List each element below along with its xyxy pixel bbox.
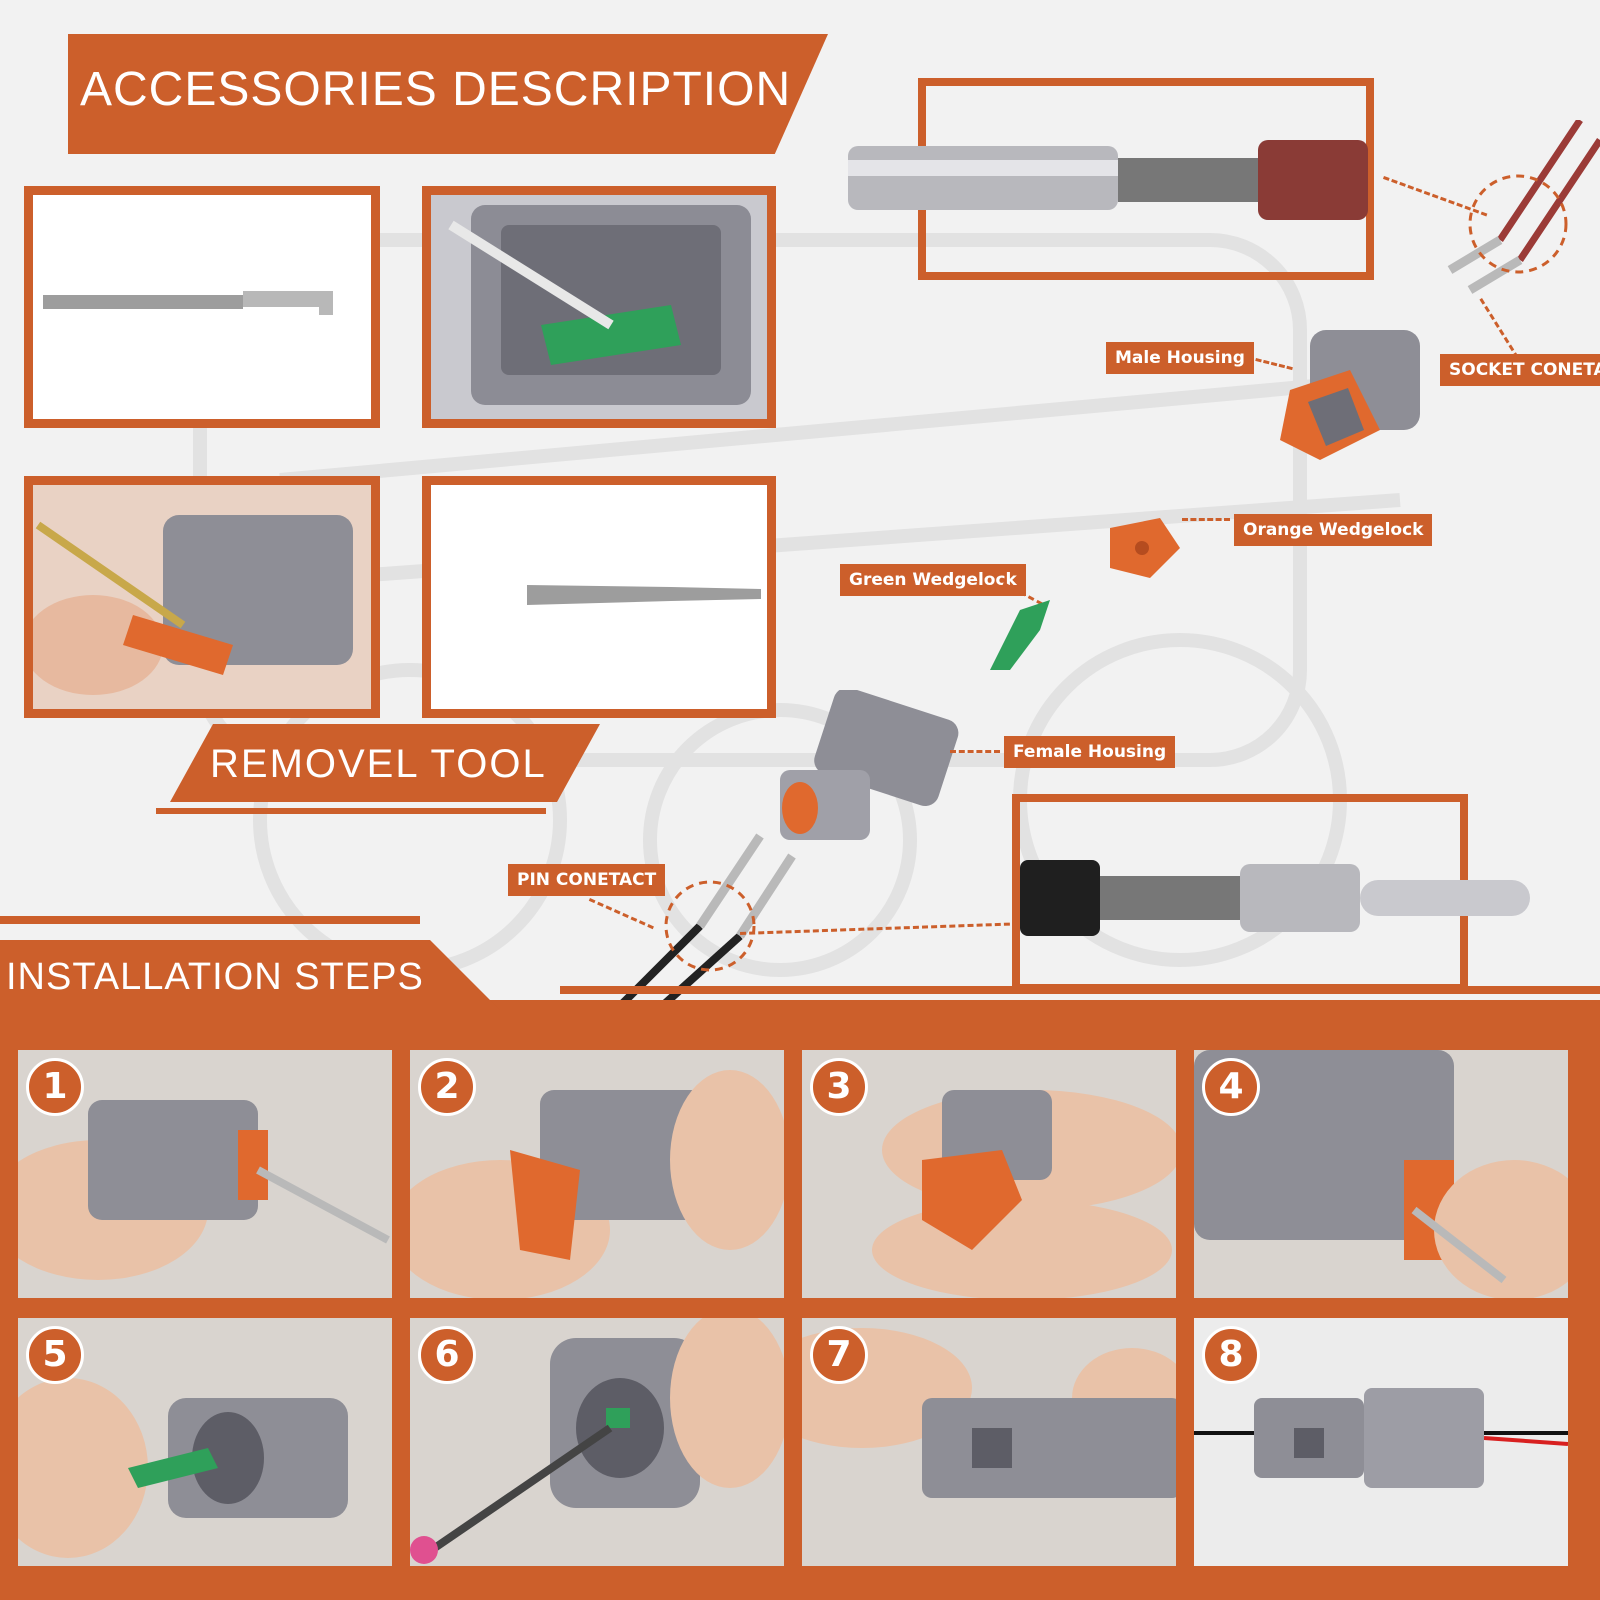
orange-wedgelock-part bbox=[1110, 518, 1180, 578]
female-housing-label: Female Housing bbox=[1004, 736, 1176, 768]
step-number: 7 bbox=[810, 1326, 868, 1384]
step-number: 4 bbox=[1202, 1058, 1260, 1116]
removal-tool-wedge-photo bbox=[24, 476, 380, 718]
section-divider-stripe bbox=[0, 916, 420, 924]
step-number: 2 bbox=[418, 1058, 476, 1116]
female-housing-part bbox=[780, 690, 959, 840]
accessories-banner: ACCESSORIES DESCRIPTION bbox=[68, 34, 828, 154]
removal-tool-banner: REMOVEL TOOL bbox=[170, 724, 600, 802]
socket-wires bbox=[1447, 120, 1600, 294]
male-housing-label: Male Housing bbox=[1106, 342, 1254, 374]
installation-title: INSTALLATION STEPS bbox=[6, 956, 424, 998]
female-housing-leader bbox=[950, 750, 1000, 753]
step-number: 1 bbox=[26, 1058, 84, 1116]
step-number: 5 bbox=[26, 1326, 84, 1384]
step-number: 8 bbox=[1202, 1326, 1260, 1384]
step-2-photo: 2 bbox=[410, 1050, 784, 1298]
pin-contact-label: PIN CONETACT bbox=[508, 864, 666, 896]
step-8-photo: 8 bbox=[1194, 1318, 1568, 1566]
step-5-photo: 5 bbox=[18, 1318, 392, 1566]
male-housing-part bbox=[1280, 330, 1420, 460]
pin-contact-illustration bbox=[1020, 860, 1530, 936]
socket-contact-illustration bbox=[848, 140, 1368, 220]
step-3-photo: 3 bbox=[802, 1050, 1176, 1298]
pin-contact-wires bbox=[597, 833, 796, 1026]
removal-tool-flat-photo bbox=[422, 476, 776, 718]
green-wedgelock-label: Green Wedgelock bbox=[840, 564, 1026, 596]
section-divider-stripe-right bbox=[560, 986, 1600, 994]
accessories-title: ACCESSORIES DESCRIPTION bbox=[80, 63, 792, 116]
step-number: 6 bbox=[418, 1326, 476, 1384]
green-wedgelock-part bbox=[990, 600, 1050, 670]
step-7-photo: 7 bbox=[802, 1318, 1176, 1566]
removal-tool-title: REMOVEL TOOL bbox=[210, 742, 547, 786]
socket-contact-label: SOCKET CONETACT bbox=[1440, 354, 1600, 386]
removal-tool-hook-photo bbox=[24, 186, 380, 428]
orange-wedgelock-leader bbox=[1182, 518, 1230, 521]
removal-tool-insert-photo bbox=[422, 186, 776, 428]
removal-underline bbox=[156, 808, 546, 814]
orange-wedgelock-label: Orange Wedgelock bbox=[1234, 514, 1433, 546]
installation-banner: INSTALLATION STEPS bbox=[0, 940, 500, 1010]
step-6-photo: 6 bbox=[410, 1318, 784, 1566]
step-number: 3 bbox=[810, 1058, 868, 1116]
step-1-photo: 1 bbox=[18, 1050, 392, 1298]
step-4-photo: 4 bbox=[1194, 1050, 1568, 1298]
